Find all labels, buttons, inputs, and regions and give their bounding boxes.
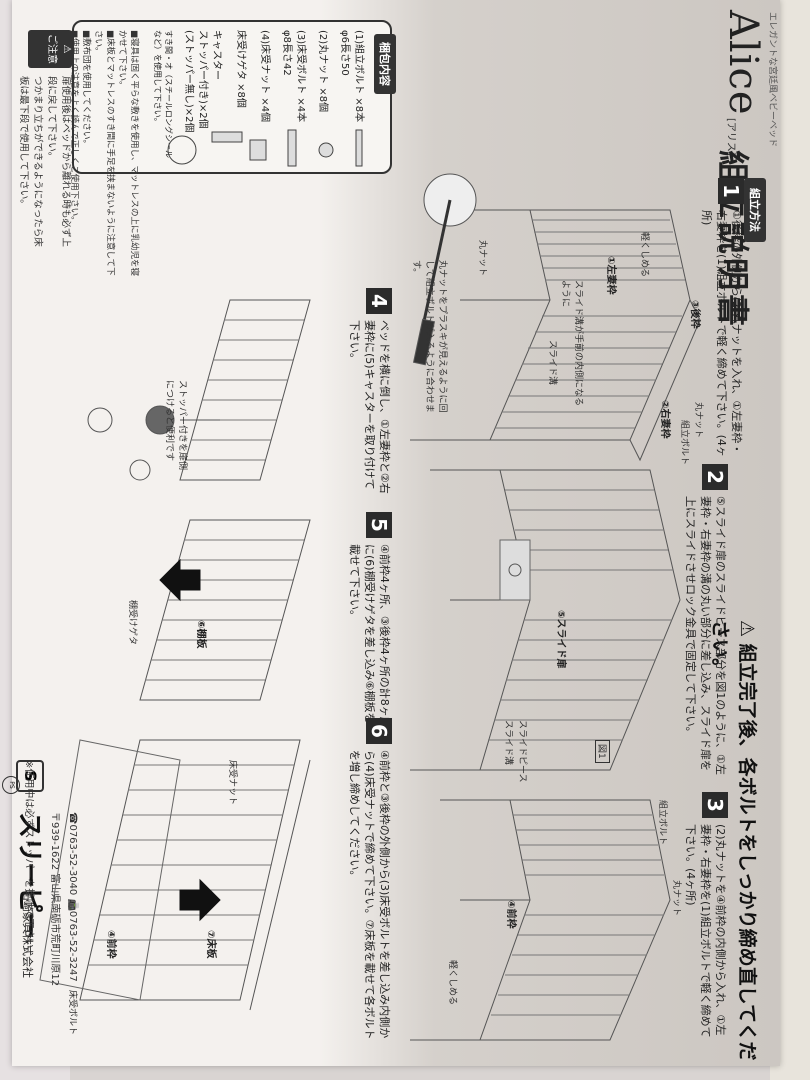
nut-detail-illustration: [412, 173, 477, 366]
label-floor-board: ⑦床板: [205, 930, 216, 959]
callout-light-tighten-2: 軽くしめる: [447, 960, 457, 1006]
footer-note: ※使用中は必ずストッパーを掛けて下さい。: [23, 760, 34, 959]
parts-illustrations: [167, 129, 363, 167]
floor-nut-icon: [249, 139, 267, 161]
callout-slide-piece: スライドピース: [517, 720, 527, 783]
crib-illustration-step2: [410, 469, 681, 771]
callout-slide-groove-2: スライド溝: [503, 720, 513, 766]
crib-illustration-step5: [139, 519, 311, 701]
label-rear-frame: ③後枠: [689, 300, 700, 329]
callout-light-tighten: 軽くしめる: [639, 232, 649, 278]
assembly-diagrams: [39, 173, 701, 1041]
caster-icon: [167, 135, 197, 165]
crib-illustration-step4: [87, 299, 311, 481]
callout-ball-nut: 丸ナット: [693, 402, 703, 439]
callout-ball-nut-2: 丸ナット: [477, 240, 487, 277]
label-right-end-frame: ②右妻枠: [659, 400, 670, 439]
figure-1-label: 図1: [595, 740, 610, 763]
rotated-content: エレガントな宮廷風ベビーベッド Alice [アリス] 組立説明書 ⚠ 組立完了…: [2, 0, 780, 1066]
shelf-support-icon: [211, 131, 243, 143]
ball-nut-icon: [318, 142, 334, 158]
callout-assembly-bolt: 組立ボルト: [679, 420, 689, 466]
label-slide-door: ⑤スライド扉: [555, 610, 566, 669]
callout-nut-alignment: 丸ナットをプラスキが見えるように回して組立ボルトが入るように合わせます。: [411, 260, 447, 413]
floor-bolt-icon: [287, 129, 297, 167]
caution-head: ⚠ ご注意: [28, 30, 72, 68]
safety-notes: ■寝具は固く平らな敷きを使用し、マットレスの上に乳幼児を寝かせて下さい。 ■床板…: [69, 30, 139, 277]
callout-stopper-tip: ストッパー付きを扉側につけると便利です: [164, 380, 187, 471]
caster-illustration: [145, 405, 220, 435]
label-front-frame-2: ④前枠: [105, 930, 116, 959]
crib-illustration-step1: [410, 209, 701, 462]
callout-slide-groove-inside: スライド溝が手前の内側になるように: [560, 280, 583, 407]
caution-line: つかまり立ちができるようになったら床板は最下段で使用して下さい。: [18, 76, 43, 247]
callout-floor-nut: 床受ナット: [227, 760, 237, 806]
callout-shelf-support: 棚受けゲタ: [127, 600, 137, 646]
label-left-end-frame: ①左妻枠: [605, 256, 616, 295]
crib-illustration-step3: [410, 799, 671, 1041]
callout-floor-bolt: 床受ボルト: [67, 990, 77, 1036]
caution-lines: 扉使用後はベッドから離れる時も必ず上段に戻して下さい。 つかまり立ちができるよう…: [16, 76, 72, 256]
callout-slide-groove: スライド溝: [547, 340, 557, 386]
callout-assembly-bolt-2: 組立ボルト: [657, 800, 667, 846]
label-front-frame: ④前枠: [505, 900, 516, 929]
assembly-bolt-icon: [355, 129, 363, 167]
callout-ball-nut-3: 丸ナット: [671, 880, 681, 917]
label-shelf-board: ⑥棚板: [195, 620, 206, 649]
crib-illustration-step6: [39, 739, 311, 1011]
